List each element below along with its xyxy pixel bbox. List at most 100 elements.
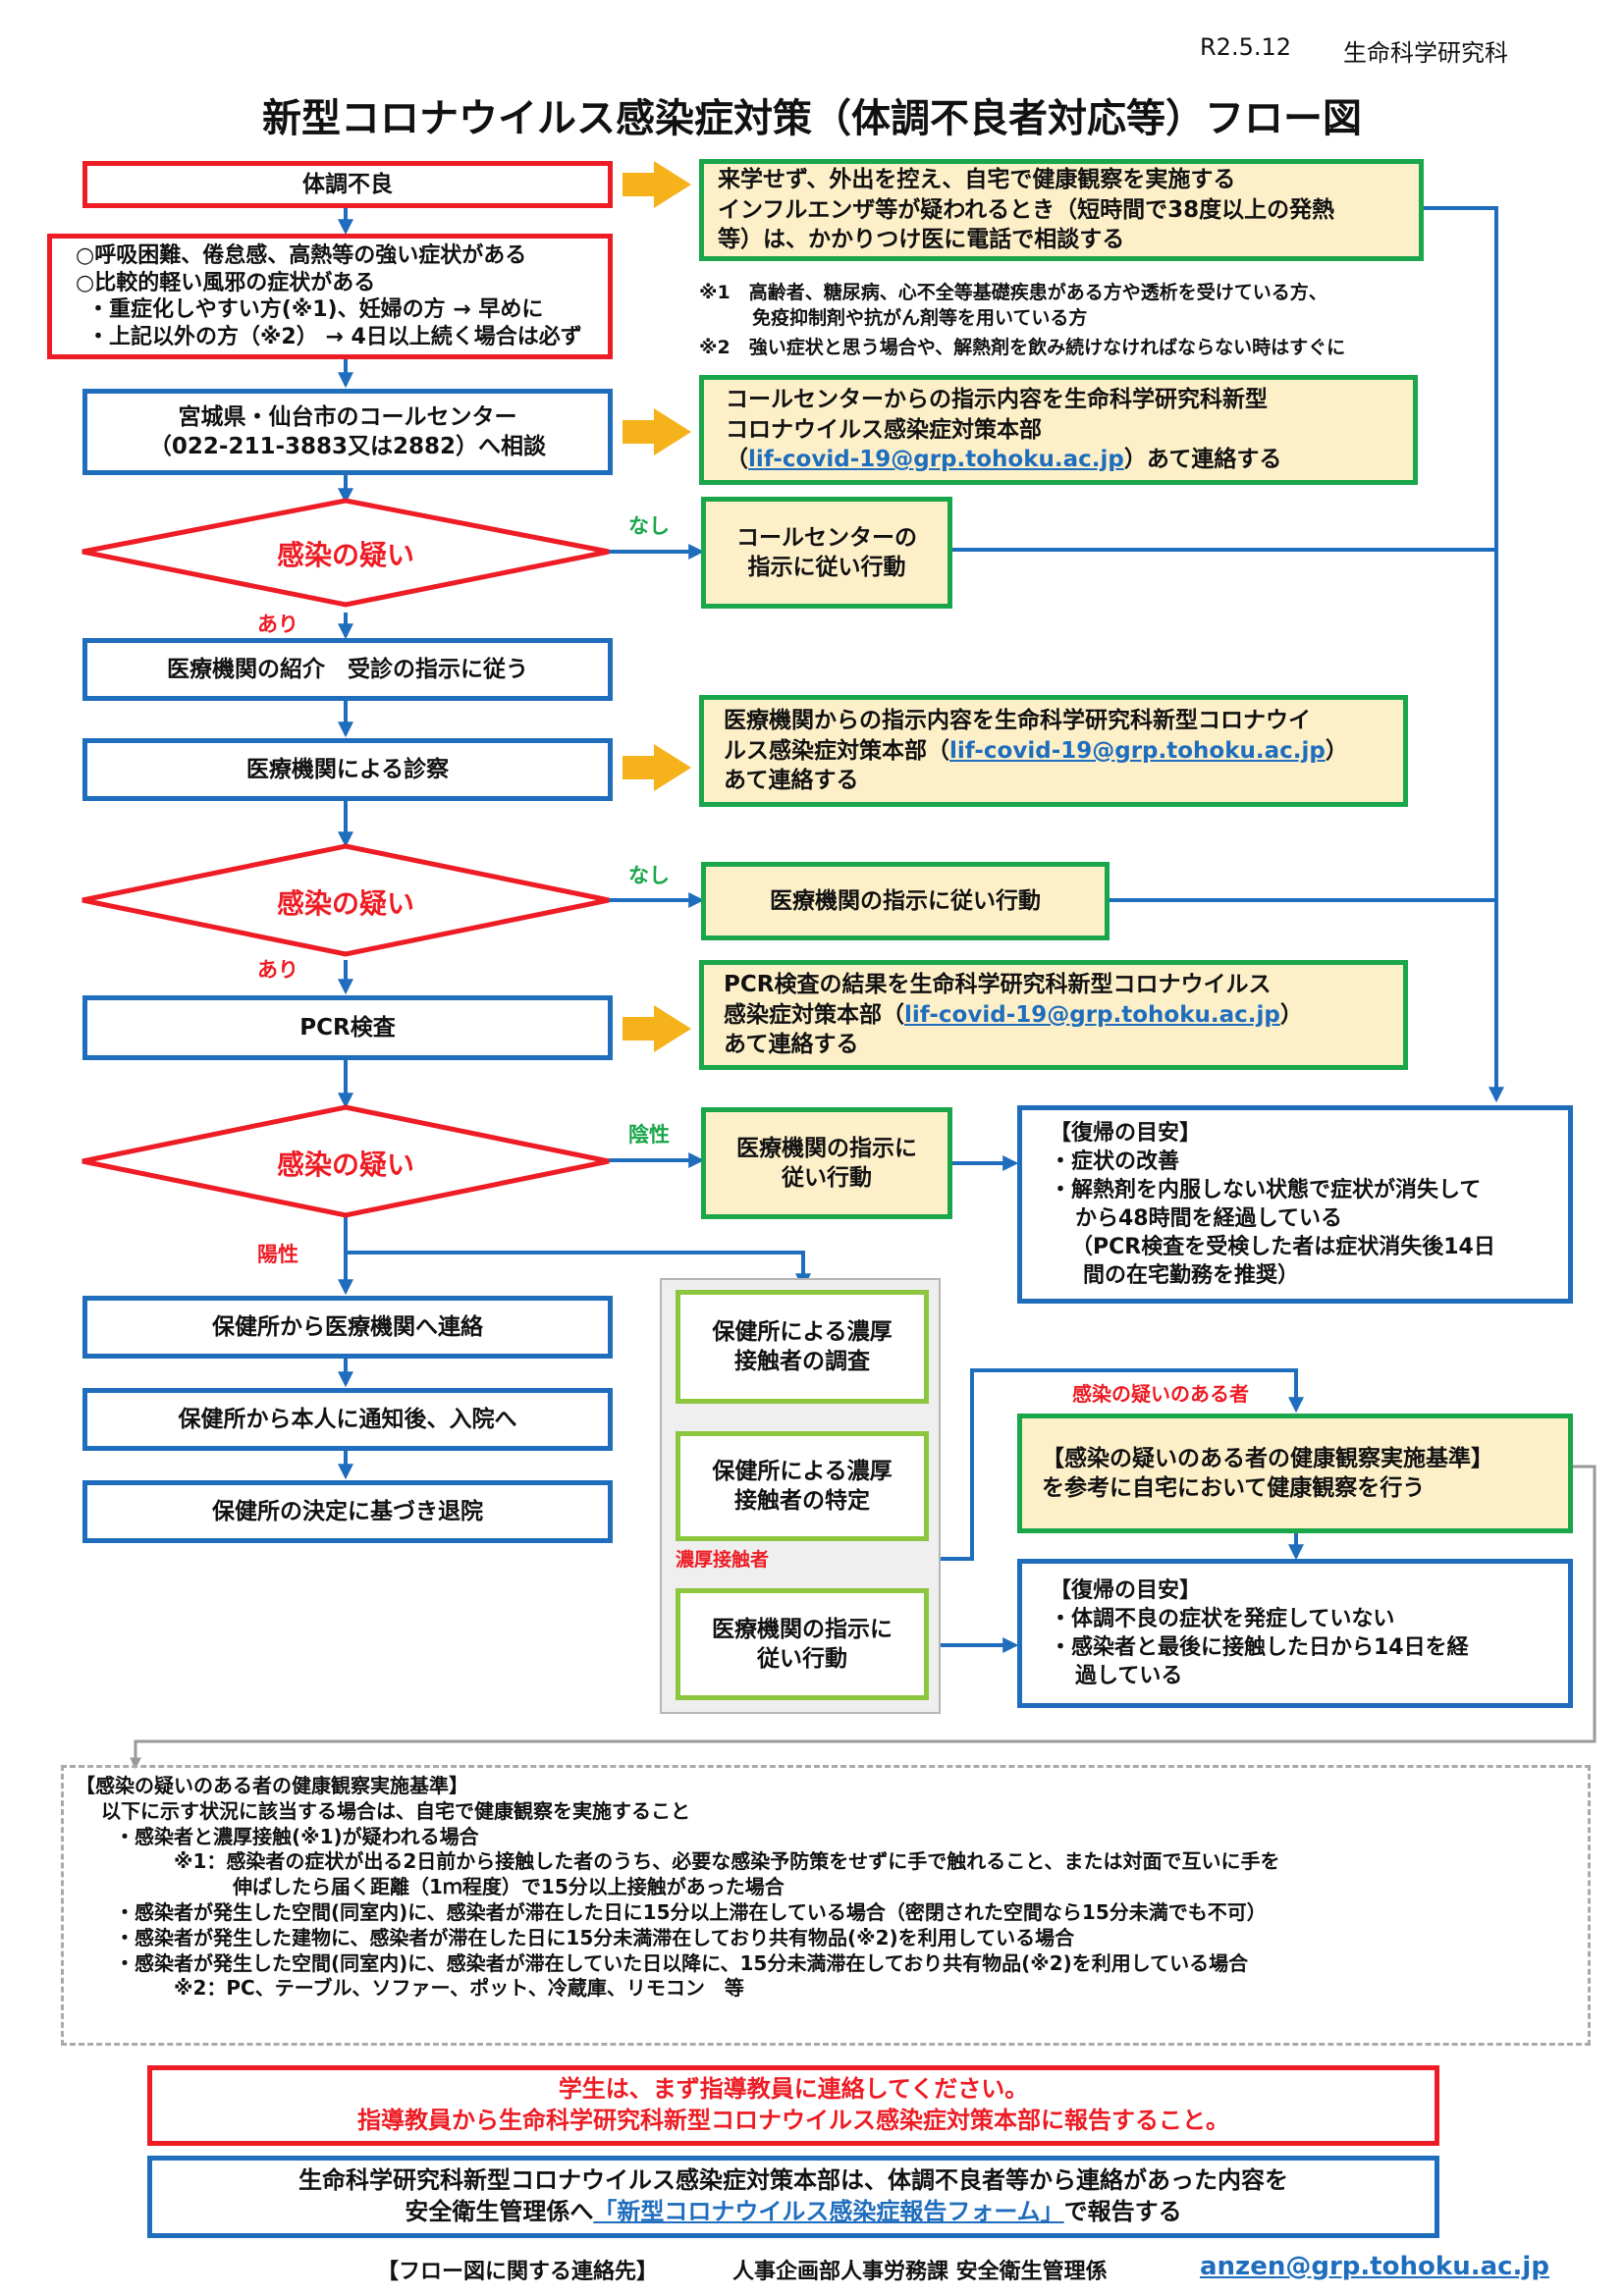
criteria-b1: ・感染者と濃厚接触(※1)が疑われる場合 bbox=[115, 1824, 479, 1848]
call-center-line1: 宮城県・仙台市のコールセンター bbox=[178, 403, 517, 430]
report-line1: 生命科学研究科新型コロナウイルス感染症対策本部は、体調不良者等から連絡があった内… bbox=[298, 2166, 1288, 2195]
hc-notify-text: 保健所から本人に通知後、入院へ bbox=[178, 1406, 517, 1432]
line-positive-contact bbox=[346, 1251, 811, 1290]
exam-report-l2b: ） bbox=[1325, 737, 1348, 764]
label-negative: 陰性 bbox=[628, 1123, 670, 1147]
header-date: R2.5.12 bbox=[1200, 33, 1292, 61]
header-dept: 生命科学研究科 bbox=[1343, 39, 1508, 67]
contact-survey-line2: 接触者の調査 bbox=[734, 1349, 870, 1374]
step-call-center: 宮城県・仙台市のコールセンター （022-211-3883又は2882）へ相談 bbox=[82, 389, 613, 475]
recovery2-line3: 過している bbox=[1075, 1664, 1183, 1689]
report-form-link[interactable]: 「新型コロナウイルス感染症報告フォーム」 bbox=[593, 2198, 1064, 2225]
footer-section: 人事企画部人事労務課 安全衛生管理係 bbox=[732, 2260, 1108, 2284]
recovery-box-1: 【復帰の目安】 ・症状の改善 ・解熱剤を内服しない状態で症状が消失して から48… bbox=[1017, 1105, 1573, 1304]
diamond-suspect-3 bbox=[81, 1104, 610, 1218]
pcr-report-line1: PCR検査の結果を生命科学研究科新型コロナウイルス bbox=[724, 972, 1272, 998]
suspect-obs-line2: を参考に自宅において健康観察を行う bbox=[1042, 1475, 1426, 1501]
contact-follow-line2: 従い行動 bbox=[757, 1646, 847, 1672]
criteria-n1b: 伸ばしたら届く距離（1ｍ程度）で15分以上接触があった場合 bbox=[233, 1875, 785, 1899]
recovery2-line2: ・感染者と最後に接触した日から14日を経 bbox=[1050, 1635, 1469, 1660]
report-l2b: で報告する bbox=[1063, 2198, 1182, 2225]
cc-report-line3: （lif-covid-19@grp.tohoku.ac.jp）あて連絡する bbox=[726, 445, 1405, 474]
neg-follow-line2: 従い行動 bbox=[782, 1165, 872, 1191]
report-l2a: 安全衛生管理係へ bbox=[405, 2198, 594, 2225]
label-yes-1: あり bbox=[257, 613, 298, 636]
exam-report-line3: あて連絡する bbox=[724, 768, 859, 794]
symptoms-line1: ○呼吸困難、倦怠感、高熱等の強い症状がある bbox=[76, 243, 527, 268]
contact-identify-line1: 保健所による濃厚 bbox=[712, 1458, 893, 1484]
orange-arrow-2 bbox=[623, 408, 691, 455]
contact-identify-line2: 接触者の特定 bbox=[734, 1488, 870, 1514]
criteria-n1a: ※1：感染者の症状が出る2日前から接触した者のうち、必要な感染予防策をせずに手で… bbox=[174, 1849, 1280, 1874]
diamond-suspect-1 bbox=[81, 498, 610, 608]
hc-discharge-text: 保健所の決定に基づき退院 bbox=[212, 1498, 483, 1524]
exam-report-line2: ルス感染症対策本部（lif-covid-19@grp.tohoku.ac.jp） bbox=[724, 736, 1395, 766]
criteria-box: 【感染の疑いのある者の健康観察実施基準】 以下に示す状況に該当する場合は、自宅で… bbox=[61, 1765, 1591, 2046]
label-positive: 陽性 bbox=[257, 1243, 298, 1266]
pcr-report-email-link[interactable]: lif-covid-19@grp.tohoku.ac.jp bbox=[904, 1001, 1280, 1028]
report-box: 生命科学研究科新型コロナウイルス感染症対策本部は、体調不良者等から連絡があった内… bbox=[147, 2156, 1439, 2238]
criteria-b4: ・感染者が発生した空間(同室内)に、感染者が滞在していた日以降に、15分未満滞在… bbox=[115, 1950, 1249, 1975]
suspect-label-2: 感染の疑い bbox=[276, 887, 414, 920]
cc-report-box: コールセンターからの指示内容を生命科学研究科新型 コロナウイルス感染症対策本部 … bbox=[699, 375, 1418, 485]
pcr-report-l2b: ） bbox=[1279, 1001, 1303, 1028]
cc-follow-box: コールセンターの 指示に従い行動 bbox=[701, 497, 952, 609]
exam-report-email-link[interactable]: lif-covid-19@grp.tohoku.ac.jp bbox=[949, 737, 1326, 764]
criteria-b2: ・感染者が発生した空間(同室内)に、感染者が滞在した日に15分以上滞在している場… bbox=[115, 1899, 1267, 1924]
recovery2-line1: ・体調不良の症状を発症していない bbox=[1050, 1606, 1395, 1631]
orange-arrow-1 bbox=[623, 161, 691, 208]
home-line1: 来学せず、外出を控え、自宅で健康観察を実施する bbox=[718, 167, 1236, 193]
symptoms-line3: ・重症化しやすい方(※1)、妊婦の方 → 早めに bbox=[87, 297, 544, 322]
recovery1-line2: ・解熱剤を内服しない状態で症状が消失して bbox=[1050, 1177, 1482, 1202]
contact-survey-line1: 保健所による濃厚 bbox=[712, 1318, 893, 1345]
step-pcr: PCR検査 bbox=[82, 995, 613, 1060]
recovery1-line4: （PCR検査を受検した者は症状消失後14日 bbox=[1071, 1235, 1495, 1260]
home-line3: 等）は、かかりつけ医に電話で相談する bbox=[718, 227, 1125, 253]
pcr-report-box: PCR検査の結果を生命科学研究科新型コロナウイルス 感染症対策本部（lif-co… bbox=[699, 960, 1408, 1070]
footnote-1: ※1 高齢者、糖尿病、心不全等基礎疾患がある方や透析を受けている方、 免疫抑制剤… bbox=[699, 281, 1327, 331]
orange-arrow-4 bbox=[623, 1005, 691, 1052]
symptoms-line4: ・上記以外の方（※2） → 4日以上続く場合は必ず bbox=[87, 324, 582, 349]
cc-report-close: ）あて連絡する bbox=[1123, 447, 1282, 473]
cc-report-open: （ bbox=[726, 447, 748, 473]
cc-report-email-link[interactable]: lif-covid-19@grp.tohoku.ac.jp bbox=[748, 447, 1124, 473]
notice-line2: 指導教員から生命科学研究科新型コロナウイルス感染症対策本部に報告すること。 bbox=[357, 2107, 1229, 2134]
referral-text: 医療機関の紹介 受診の指示に従う bbox=[167, 656, 528, 682]
student-notice-box: 学生は、まず指導教員に連絡してください。 指導教員から生命科学研究科新型コロナウ… bbox=[147, 2065, 1439, 2146]
home-line2: インフルエンザ等が疑われるとき（短時間で38度以上の発熱 bbox=[718, 196, 1335, 223]
contact-survey-box: 保健所による濃厚 接触者の調査 bbox=[676, 1290, 929, 1404]
exam-report-line1: 医療機関からの指示内容を生命科学研究科新型コロナウイ bbox=[724, 708, 1311, 734]
exam-report-box: 医療機関からの指示内容を生命科学研究科新型コロナウイ ルス感染症対策本部（lif… bbox=[699, 695, 1408, 807]
step-referral: 医療機関の紹介 受診の指示に従う bbox=[82, 638, 613, 701]
footer-email-link[interactable]: anzen@grp.tohoku.ac.jp bbox=[1200, 2252, 1549, 2281]
recovery-box-2: 【復帰の目安】 ・体調不良の症状を発症していない ・感染者と最後に接触した日から… bbox=[1017, 1559, 1573, 1708]
recovery2-title: 【復帰の目安】 bbox=[1050, 1577, 1202, 1603]
notice-line1: 学生は、まず指導教員に連絡してください。 bbox=[558, 2075, 1029, 2104]
hc-to-hospital-text: 保健所から医療機関へ連絡 bbox=[212, 1313, 483, 1340]
neg-follow-line1: 医療機関の指示に bbox=[736, 1135, 917, 1161]
pcr-report-line3: あて連絡する bbox=[724, 1032, 859, 1058]
recovery1-title: 【復帰の目安】 bbox=[1050, 1120, 1202, 1146]
step-unwell-text: 体調不良 bbox=[302, 171, 393, 197]
criteria-n2: ※2：PC、テーブル、ソファー、ポット、冷蔵庫、リモコン 等 bbox=[174, 1976, 744, 2001]
label-close-contact: 濃厚接触者 bbox=[676, 1549, 770, 1571]
step-hc-to-hospital: 保健所から医療機関へ連絡 bbox=[82, 1296, 613, 1359]
pcr-report-l2a: 感染症対策本部（ bbox=[724, 1001, 904, 1028]
exam-report-l2a: ルス感染症対策本部（ bbox=[724, 737, 949, 764]
cc-report-line1: コールセンターからの指示内容を生命科学研究科新型 bbox=[726, 387, 1268, 413]
diamond-suspect-2 bbox=[81, 843, 610, 957]
recovery1-line5: 間の在宅勤務を推奨） bbox=[1083, 1263, 1300, 1289]
step-unwell: 体調不良 bbox=[82, 161, 613, 208]
label-yes-2: あり bbox=[257, 958, 298, 982]
criteria-title: 【感染の疑いのある者の健康観察実施基準】 bbox=[76, 1774, 468, 1797]
step-symptoms: ○呼吸困難、倦怠感、高熱等の強い症状がある ○比較的軽い風邪の症状がある ・重症… bbox=[47, 234, 613, 359]
pcr-report-line2: 感染症対策本部（lif-covid-19@grp.tohoku.ac.jp） bbox=[724, 1000, 1395, 1030]
report-line2: 安全衛生管理係へ「新型コロナウイルス感染症報告フォーム」で報告する bbox=[405, 2197, 1181, 2228]
recovery1-line1: ・症状の改善 bbox=[1050, 1148, 1180, 1174]
footnote-1b: 免疫抑制剤や抗がん剤等を用いている方 bbox=[752, 306, 1088, 329]
suspect-obs-line1: 【感染の疑いのある者の健康観察実施基準】 bbox=[1042, 1445, 1493, 1471]
symptoms-line2: ○比較的軽い風邪の症状がある bbox=[76, 270, 376, 295]
exam-text: 医療機関による診察 bbox=[245, 756, 450, 782]
contact-follow-line1: 医療機関の指示に bbox=[712, 1616, 893, 1642]
